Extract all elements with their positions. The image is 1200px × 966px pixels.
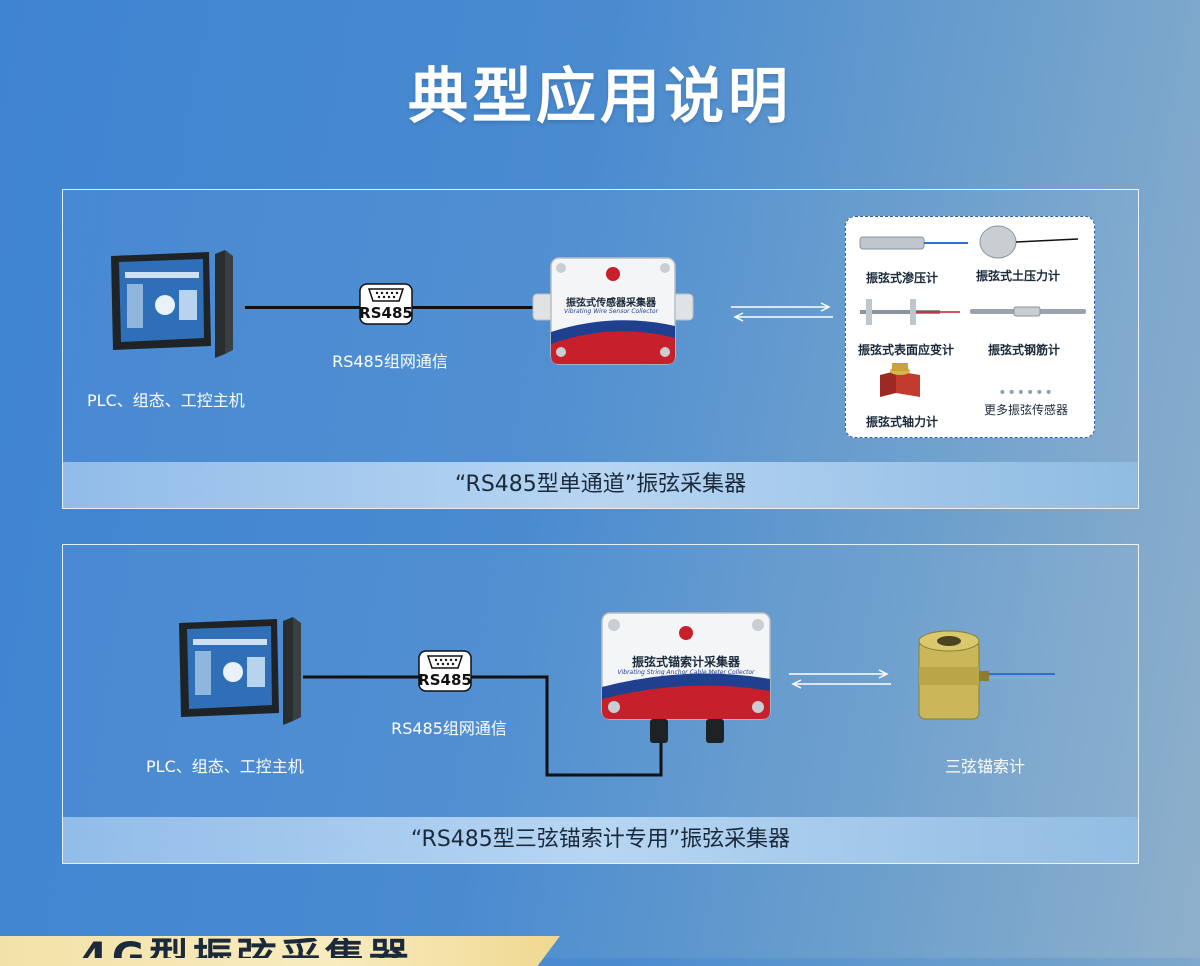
device-label: 三弦锚索计 xyxy=(944,757,1026,776)
collector-title: 振弦式传感器采集器 xyxy=(566,298,656,309)
collector-title: 振弦式锚索计采集器 xyxy=(631,655,741,669)
sensor-label-more: 更多振弦传感器 xyxy=(983,403,1069,417)
bidirectional-arrow-icon xyxy=(789,669,891,689)
three-string-anchor-meter-icon xyxy=(918,630,1055,720)
sensor-label-axial-force: 振弦式轴力计 xyxy=(865,415,939,429)
sensor-label-surface-strain: 振弦式表面应变计 xyxy=(857,343,955,357)
rebar-meter-icon xyxy=(970,306,1086,317)
panel-single-channel: PLC、组态、工控主机 RS485 RS485组网通信 振弦式传感器采集器 Vi… xyxy=(62,189,1139,509)
page-title: 典型应用说明 xyxy=(408,62,792,132)
anchor-cable-collector-icon xyxy=(601,612,771,743)
more-dots-icon: •••••• xyxy=(998,385,1054,401)
panel-footer-single-channel: “RS485型单通道”振弦采集器 xyxy=(63,462,1138,508)
sensor-label-earth-pressure: 振弦式土压力计 xyxy=(975,269,1061,283)
host-label: PLC、组态、工控主机 xyxy=(146,757,304,776)
sensor-label-piezometer: 振弦式渗压计 xyxy=(865,271,939,285)
vibrating-wire-collector-icon xyxy=(532,257,694,365)
industrial-touch-panel-icon xyxy=(179,617,301,725)
industrial-touch-panel-icon xyxy=(111,250,233,358)
sensor-label-rebar: 振弦式钢筋计 xyxy=(987,343,1061,357)
rs485-link-label: RS485组网通信 xyxy=(332,352,448,371)
next-section-title: 4G型振弦采集器 xyxy=(80,938,413,958)
surface-strain-gauge-icon xyxy=(860,299,960,325)
collector-subtitle: Vibrating Wire Sensor Collector xyxy=(563,308,659,315)
earth-pressure-cell-icon xyxy=(979,225,1079,259)
rs485-link-label: RS485组网通信 xyxy=(391,719,507,738)
panel-three-string-anchor: PLC、组态、工控主机 RS485 RS485组网通信 振弦式锚索计采集器 Vi… xyxy=(62,544,1139,864)
axial-force-meter-icon xyxy=(880,363,920,397)
bidirectional-arrow-icon xyxy=(731,302,833,322)
sensor-list-box: 振弦式渗压计 振弦式土压力计 振弦式表面应变计 振弦式钢筋计 •••••• 振弦… xyxy=(845,216,1095,438)
piezometer-icon xyxy=(859,236,968,250)
db9-connector-icon xyxy=(418,650,472,692)
panel-footer-three-string-anchor: “RS485型三弦锚索计专用”振弦采集器 xyxy=(63,817,1138,863)
rs485-badge-label: RS485 xyxy=(359,304,413,322)
rs485-badge-label: RS485 xyxy=(418,671,472,689)
host-label: PLC、组态、工控主机 xyxy=(87,391,245,410)
db9-connector-icon xyxy=(359,283,413,325)
collector-subtitle: Vibrating String Anchor Cable Meter Coll… xyxy=(617,669,755,676)
